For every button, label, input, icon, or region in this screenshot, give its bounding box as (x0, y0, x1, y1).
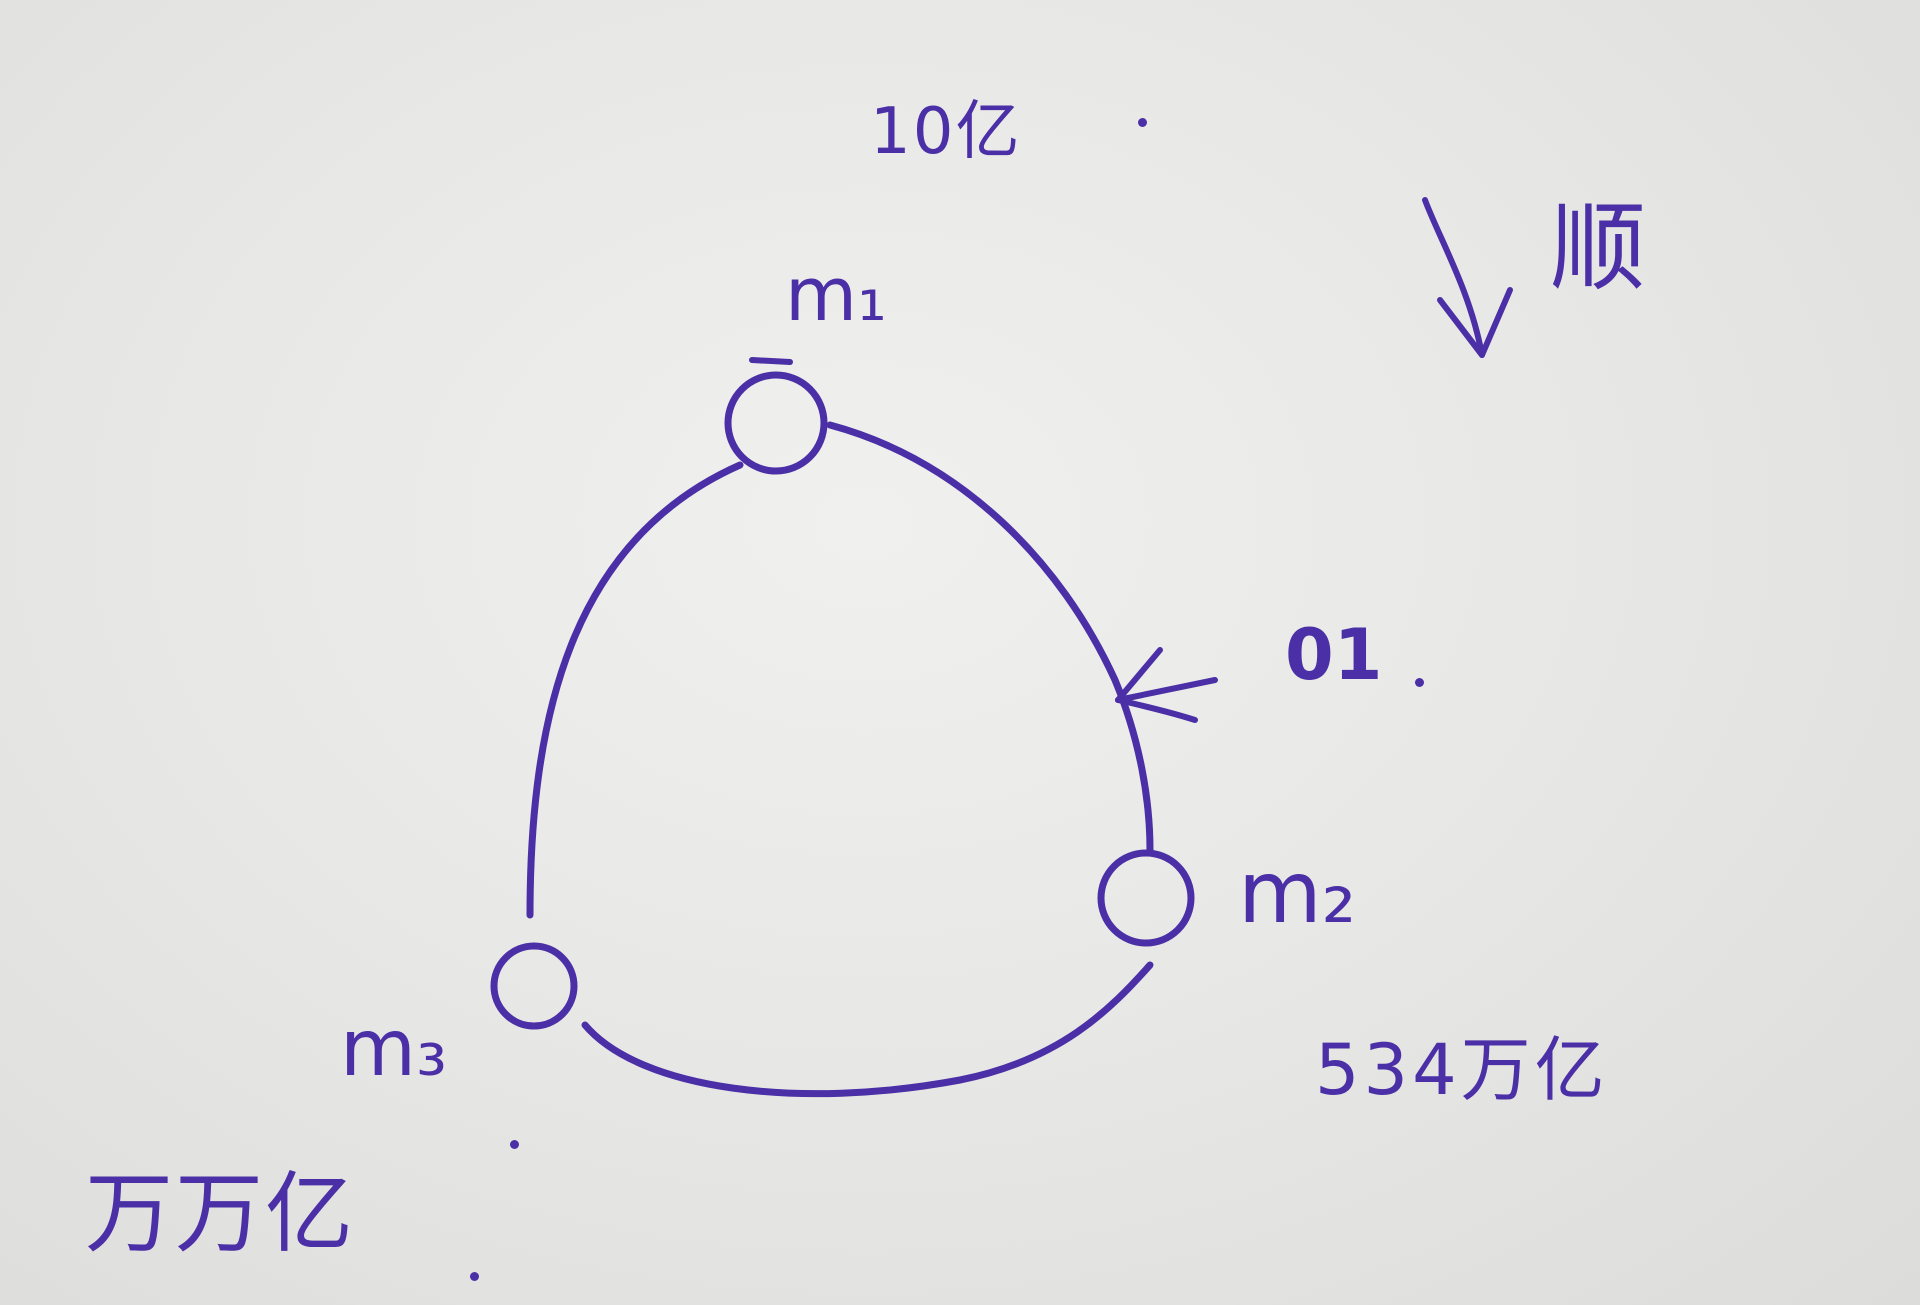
m3-value-label: 万万亿 (85, 1162, 356, 1265)
direction-label: 顺 (1550, 192, 1646, 304)
o1-label: 01 (1285, 614, 1383, 696)
top-annotation-dot (1138, 118, 1147, 127)
m3-label-dot (510, 1140, 519, 1149)
m2-value-label: 534万亿 (1315, 1029, 1609, 1111)
node-m1-tick (749, 357, 793, 365)
node-m3-label: m₃ (340, 1004, 448, 1094)
m3-value-dot (470, 1272, 479, 1281)
node-m3 (490, 942, 578, 1030)
o1-label-dot (1415, 678, 1424, 687)
edge-m1-m2 (826, 421, 1154, 854)
top-annotation: 10亿 (870, 95, 1022, 169)
direction-arrow-icon (1422, 197, 1513, 358)
node-m2-label: m₂ (1238, 843, 1357, 943)
edge-m2-m3 (581, 961, 1154, 1098)
edge-m3-m1 (526, 461, 744, 919)
node-m2 (1097, 849, 1195, 947)
node-m1-label: m₁ (785, 252, 887, 338)
node-m1 (724, 371, 828, 475)
o1-arrow (1115, 647, 1218, 723)
